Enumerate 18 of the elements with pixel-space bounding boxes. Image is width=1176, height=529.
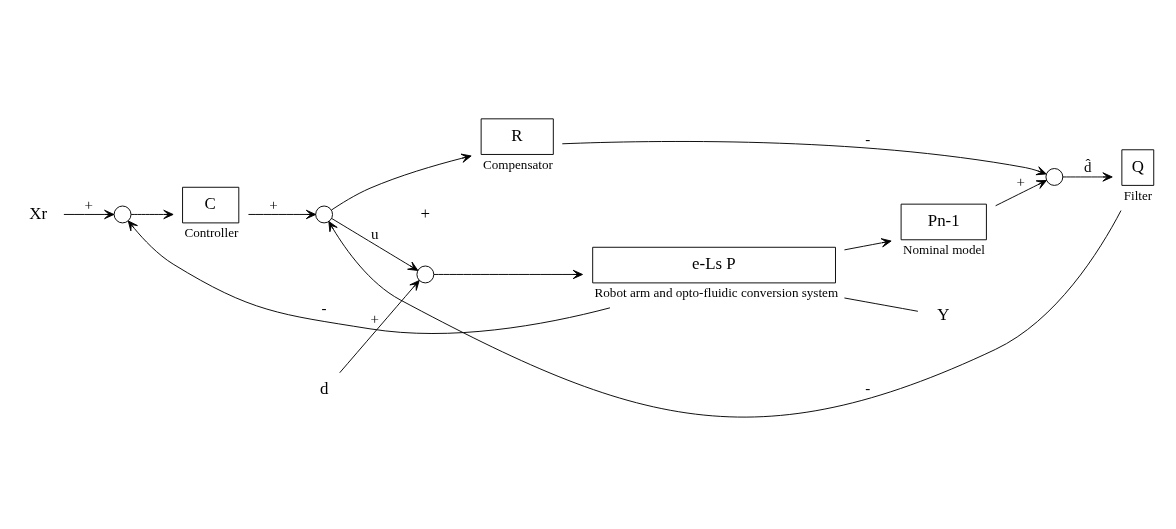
edge-label: d̂ [1083, 158, 1092, 175]
edge-label: - [321, 299, 327, 316]
edge-label: + [1016, 173, 1025, 190]
edge-label: + [370, 310, 379, 327]
node-label: Robot arm and opto-fluidic conversion system [594, 284, 839, 300]
edge-label: - [865, 379, 871, 396]
edge-label: + [269, 196, 278, 213]
edge-label: + [84, 196, 94, 213]
node-label: Controller [184, 224, 239, 240]
node-text: d [319, 378, 329, 398]
node-label: Filter [1123, 187, 1153, 203]
node-text: Xr [29, 203, 48, 223]
node-label: Compensator [483, 156, 553, 172]
node-text: Y [937, 304, 950, 324]
edge-label: - [865, 130, 871, 147]
label: + [420, 203, 431, 223]
node-label: Nominal model [902, 241, 985, 257]
edge-label: u [370, 225, 379, 242]
